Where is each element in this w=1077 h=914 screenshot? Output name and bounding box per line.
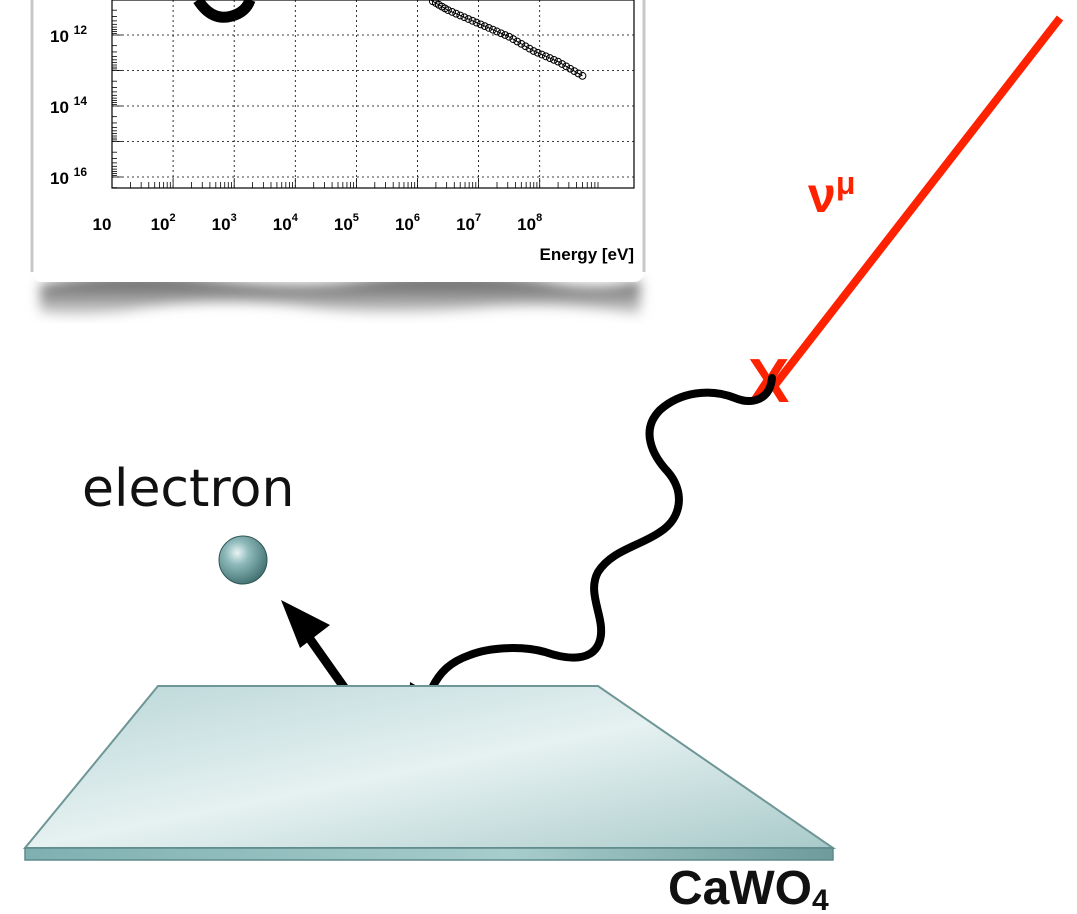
neutrino-flavor-superscript: μ xyxy=(836,165,856,201)
series-marker xyxy=(488,25,497,34)
material-label: CaWO4 xyxy=(668,862,829,914)
photon-wavy-line xyxy=(428,374,776,692)
series-marker xyxy=(529,47,538,55)
plot-series xyxy=(428,0,587,80)
electron-label: electron xyxy=(82,459,294,519)
series-marker xyxy=(517,39,526,48)
cawo4-crystal-plate xyxy=(22,685,837,861)
x-tick-label: 10 xyxy=(93,215,112,234)
series-marker xyxy=(484,24,493,32)
electron-arrowhead xyxy=(281,600,330,648)
x-tick-label-base: 10 xyxy=(517,215,536,234)
x-tick-label-exponent: 5 xyxy=(353,212,359,224)
y-tick-label: 10 14 xyxy=(50,94,87,117)
series-marker xyxy=(541,52,550,61)
y-tick-label: 10 16 xyxy=(50,165,87,188)
x-minor-ticks xyxy=(111,178,599,188)
x-tick-label-base: 10 xyxy=(334,215,353,234)
series-marker xyxy=(545,54,554,62)
series-marker xyxy=(570,67,579,75)
x-tick-label: 103 xyxy=(212,212,237,234)
material-subscript: 4 xyxy=(812,884,829,914)
y-tick-label-exponent: 16 xyxy=(74,165,88,179)
series-marker xyxy=(566,64,575,73)
y-axis-ticks xyxy=(112,9,122,189)
x-tick-label: 102 xyxy=(151,212,176,234)
x-tick-label-base: 10 xyxy=(212,215,231,234)
series-marker xyxy=(493,27,501,36)
series-marker xyxy=(550,55,558,64)
series-marker xyxy=(497,29,505,38)
plot-frame xyxy=(111,0,635,189)
series-marker xyxy=(513,37,522,46)
x-tick-label: 104 xyxy=(273,212,299,234)
neutrino-label: νμ xyxy=(808,165,855,223)
plate-top-face xyxy=(22,685,837,849)
series-marker xyxy=(537,50,546,59)
x-tick-label: 105 xyxy=(334,212,359,234)
x-axis-label: Energy [eV] xyxy=(540,245,634,264)
series-marker xyxy=(464,15,473,23)
x-tick-label-exponent: 4 xyxy=(292,212,299,224)
series-marker xyxy=(476,20,485,29)
series-marker xyxy=(452,9,461,18)
series-marker xyxy=(468,16,477,25)
x-tick-label: 106 xyxy=(395,212,420,234)
material-formula: CaWO xyxy=(668,862,812,914)
series-marker xyxy=(505,32,514,41)
series-marker xyxy=(460,13,469,22)
x-tick-label-base: 10 xyxy=(151,215,170,234)
series-marker xyxy=(558,60,567,68)
series-marker xyxy=(448,8,457,16)
neutrino-track xyxy=(771,15,1064,388)
x-tick-label-exponent: 2 xyxy=(169,212,175,224)
y-tick-label-exponent: 12 xyxy=(74,23,88,37)
x-tick-label-exponent: 3 xyxy=(231,212,237,224)
series-marker xyxy=(554,57,562,66)
series-marker xyxy=(578,71,587,80)
y-tick-label-base: 10 xyxy=(50,27,74,46)
x-tick-label-base: 10 xyxy=(93,215,112,234)
y-tick-label: 10 12 xyxy=(50,23,87,46)
series-marker xyxy=(472,18,481,27)
x-tick-label-exponent: 7 xyxy=(475,212,481,224)
plate-side-face xyxy=(24,847,834,861)
series-marker xyxy=(562,62,571,71)
x-tick-label-base: 10 xyxy=(456,215,475,234)
plot-grid xyxy=(112,0,634,188)
y-tick-label-exponent: 14 xyxy=(74,94,88,108)
series-line xyxy=(429,0,583,77)
series-marker xyxy=(525,44,534,53)
x-tick-label: 107 xyxy=(456,212,481,234)
x-tick-label: 108 xyxy=(517,212,542,234)
x-tick-label-exponent: 6 xyxy=(414,212,420,224)
card-paper xyxy=(32,0,644,282)
series-marker xyxy=(444,6,452,15)
y-tick-label-base: 10 xyxy=(50,169,74,188)
x-tick-label-exponent: 8 xyxy=(536,212,542,224)
series-marker xyxy=(574,69,583,78)
series-marker xyxy=(533,48,542,57)
series-marker xyxy=(456,11,465,20)
card-shadow xyxy=(40,273,640,315)
series-marker xyxy=(480,22,489,31)
neutrino-symbol: ν xyxy=(808,167,836,223)
series-marker xyxy=(509,35,518,44)
x-tick-label-base: 10 xyxy=(395,215,414,234)
x-tick-label-base: 10 xyxy=(273,215,292,234)
series-marker xyxy=(521,42,530,51)
electron-particle xyxy=(218,535,268,585)
cropped-glyph xyxy=(193,0,256,23)
series-marker xyxy=(501,31,509,39)
y-tick-label-base: 10 xyxy=(50,98,74,117)
